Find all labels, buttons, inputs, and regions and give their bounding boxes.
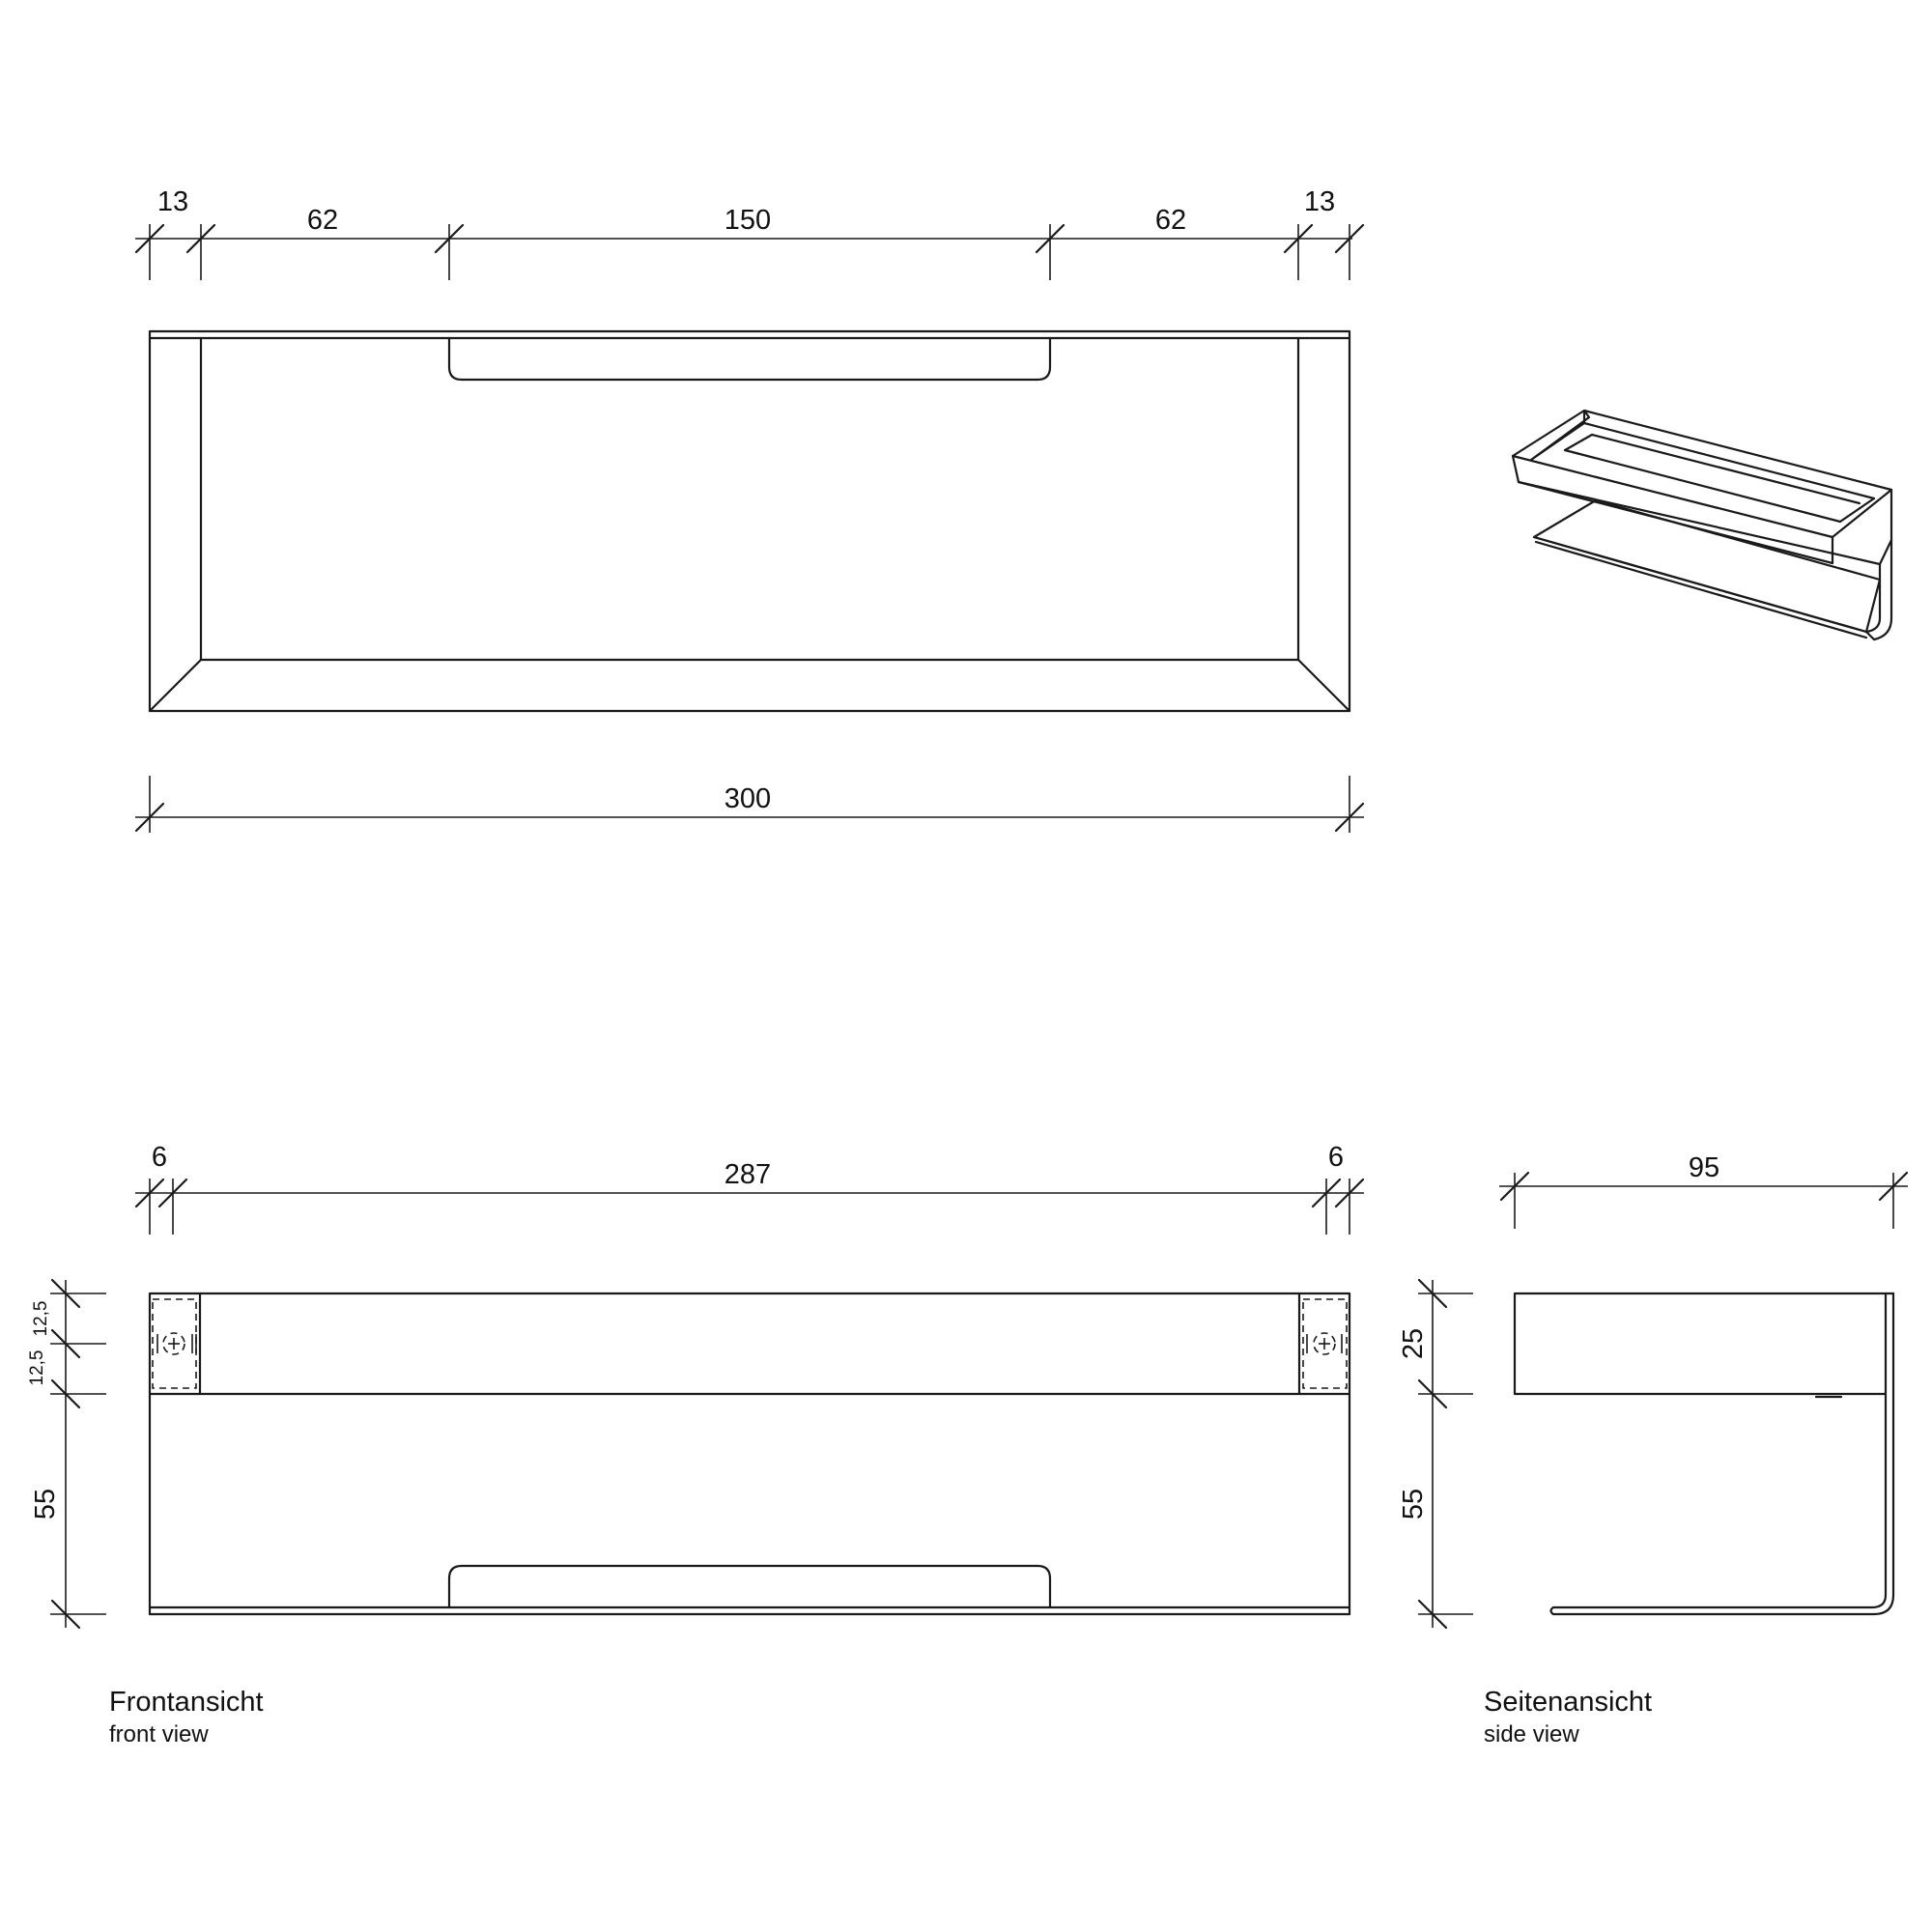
right-mount-bracket	[1302, 1298, 1348, 1389]
top-overall-dimension: 300	[134, 776, 1365, 833]
dim-95: 95	[1689, 1152, 1719, 1183]
dim-6-right: 6	[1328, 1142, 1344, 1173]
dim-12-5-top: 12,5	[31, 1301, 51, 1337]
isometric-view	[1511, 409, 1893, 641]
dim-300: 300	[724, 783, 771, 814]
dim-150: 150	[724, 205, 771, 236]
side-view: 95 25 55 Seitenansicht side view	[1398, 1152, 1909, 1747]
dim-12-5-bottom: 12,5	[27, 1350, 47, 1386]
dim-62-left: 62	[307, 205, 338, 236]
dim-287: 287	[724, 1159, 771, 1190]
top-view: 13 62 150 62 13 300	[134, 186, 1365, 833]
side-view-outline	[1513, 1292, 1895, 1616]
dim-62-right: 62	[1155, 205, 1186, 236]
top-view-outline	[148, 329, 1351, 713]
dim-55-side: 55	[1398, 1489, 1429, 1520]
front-view-caption-en: front view	[109, 1721, 209, 1747]
side-width-dimension: 95	[1499, 1152, 1909, 1229]
side-vertical-dimensions: 25 55	[1398, 1278, 1473, 1630]
front-vertical-dimensions: 12,5 12,5 55	[27, 1278, 106, 1630]
dim-55-front: 55	[30, 1489, 61, 1520]
side-view-caption-en: side view	[1484, 1721, 1579, 1747]
front-view-caption-de: Frontansicht	[109, 1687, 264, 1718]
dim-25: 25	[1398, 1328, 1429, 1359]
top-dimension-chain: 13 62 150 62 13	[134, 186, 1365, 280]
front-view: 6 287 6 12,5 12,5 55	[27, 1142, 1365, 1747]
left-mount-bracket	[152, 1298, 197, 1389]
dim-13-left: 13	[157, 186, 188, 217]
front-view-outline	[148, 1292, 1351, 1616]
side-view-caption-de: Seitenansicht	[1484, 1687, 1652, 1718]
front-dimension-chain: 6 287 6	[134, 1142, 1365, 1235]
dim-6-left: 6	[152, 1142, 167, 1173]
dim-13-right: 13	[1304, 186, 1335, 217]
